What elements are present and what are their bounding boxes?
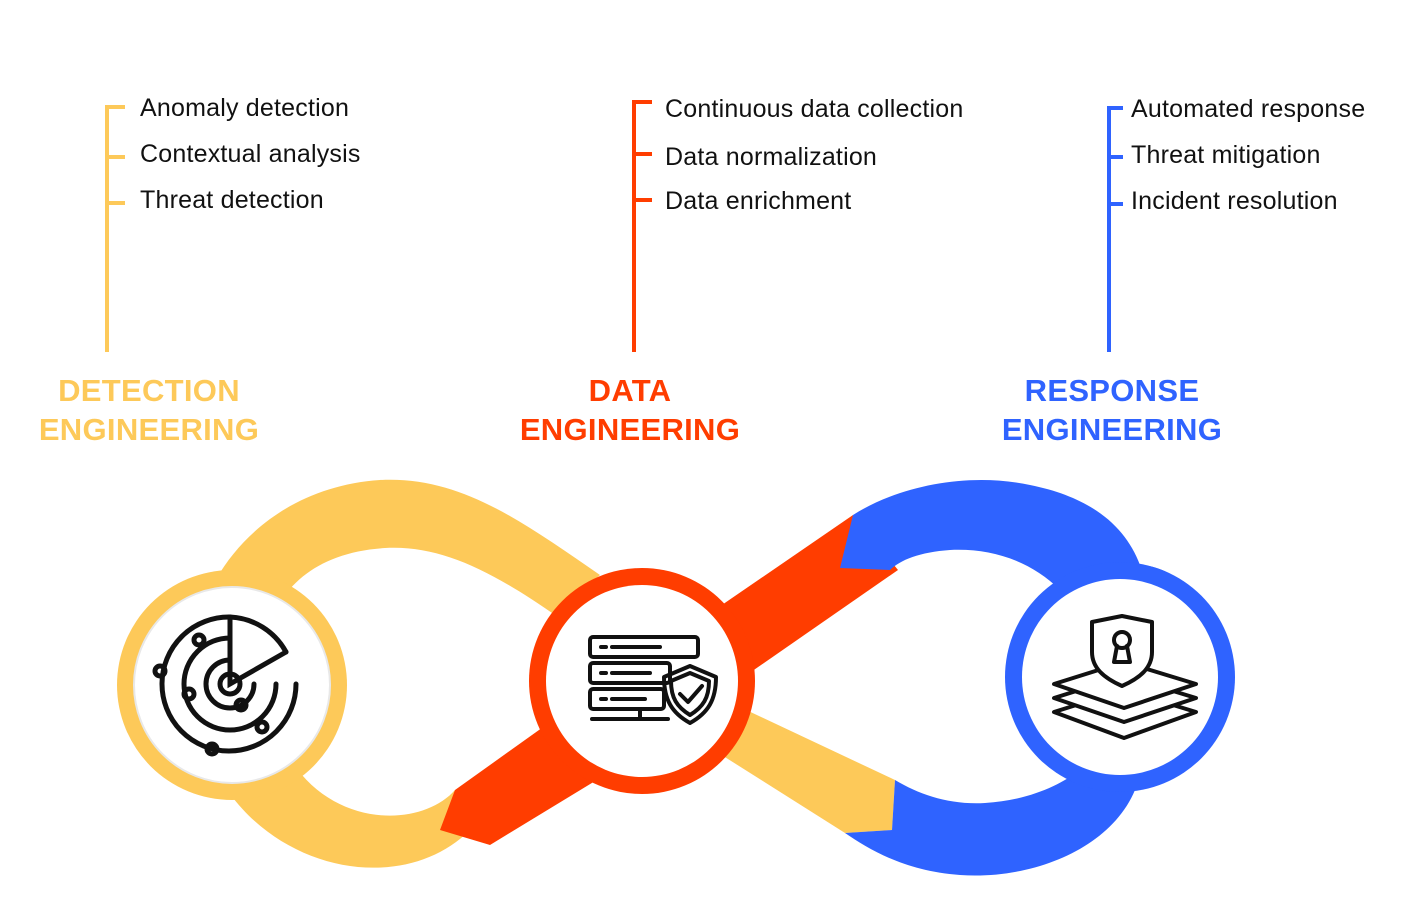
data-bracket <box>632 100 636 352</box>
detection-node <box>117 570 347 800</box>
detection-title-line1: DETECTION <box>58 373 240 408</box>
detection-item: Contextual analysis <box>140 140 361 168</box>
response-bracket <box>1107 106 1111 352</box>
data-title: DATA ENGINEERING <box>500 371 760 449</box>
data-item: Data normalization <box>665 143 878 171</box>
detection-bracket-tick <box>105 201 125 205</box>
data-bracket-tick <box>632 152 652 156</box>
response-title-line1: RESPONSE <box>1024 373 1200 408</box>
response-item: Automated response <box>1131 95 1366 123</box>
detection-bracket-tick <box>105 105 125 109</box>
response-bracket-tick <box>1107 106 1123 110</box>
response-title: RESPONSE ENGINEERING <box>982 371 1242 449</box>
data-title-line1: DATA <box>588 373 672 408</box>
detection-item: Anomaly detection <box>140 94 350 122</box>
detection-title: DETECTION ENGINEERING <box>20 371 278 449</box>
data-bracket-tick <box>632 198 652 202</box>
data-item: Continuous data collection <box>665 95 964 123</box>
response-node <box>1005 562 1235 792</box>
data-item: Data enrichment <box>665 187 852 215</box>
response-item: Threat mitigation <box>1131 141 1321 169</box>
server-shield-icon <box>588 635 718 725</box>
detection-bracket <box>105 105 109 352</box>
radar-icon <box>152 614 299 757</box>
layers-lock-shield-icon <box>1052 614 1198 740</box>
response-item: Incident resolution <box>1131 187 1338 215</box>
response-bracket-tick <box>1107 202 1123 206</box>
detection-title-line2: ENGINEERING <box>38 412 260 447</box>
response-bracket-tick <box>1107 155 1123 159</box>
detection-bracket-tick <box>105 155 125 159</box>
detection-item: Threat detection <box>140 186 324 214</box>
data-bracket-tick <box>632 100 652 104</box>
data-title-line2: ENGINEERING <box>519 412 741 447</box>
data-node <box>529 568 755 794</box>
response-title-line2: ENGINEERING <box>1001 412 1223 447</box>
